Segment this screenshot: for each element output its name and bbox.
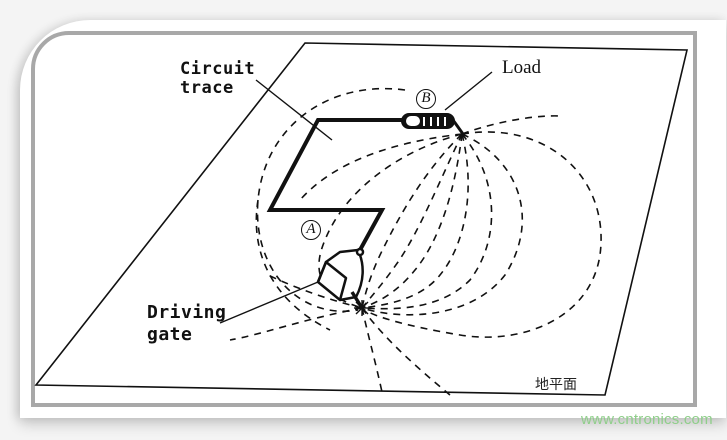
circuit-trace-label-line1: Circuit [180, 59, 256, 79]
ground-plane [34, 42, 689, 396]
ground-plane-label: 地平面 [535, 377, 577, 393]
circuit-trace-label-line2: trace [180, 78, 234, 98]
driving-gate [316, 247, 365, 309]
circuit-trace [266, 118, 403, 251]
watermark: www.cntronics.com [581, 411, 713, 428]
circuit-trace-label: Circuit trace [180, 60, 255, 98]
node-marker-a: A [301, 220, 321, 240]
field-lines [229, 87, 602, 396]
circuit-trace-leader [255, 79, 333, 141]
ground-point-star-icon [354, 300, 370, 316]
load-leader [444, 71, 493, 111]
load-resistor [401, 113, 465, 135]
driving-gate-label-line2: gate [147, 324, 193, 345]
inner-frame [31, 31, 697, 407]
load-label: Load [502, 57, 542, 78]
node-marker-b: B [416, 89, 436, 109]
driving-gate-label-line1: Driving [147, 302, 227, 323]
driving-gate-label: Driving gate [147, 302, 226, 346]
driving-gate-leader [219, 281, 319, 324]
